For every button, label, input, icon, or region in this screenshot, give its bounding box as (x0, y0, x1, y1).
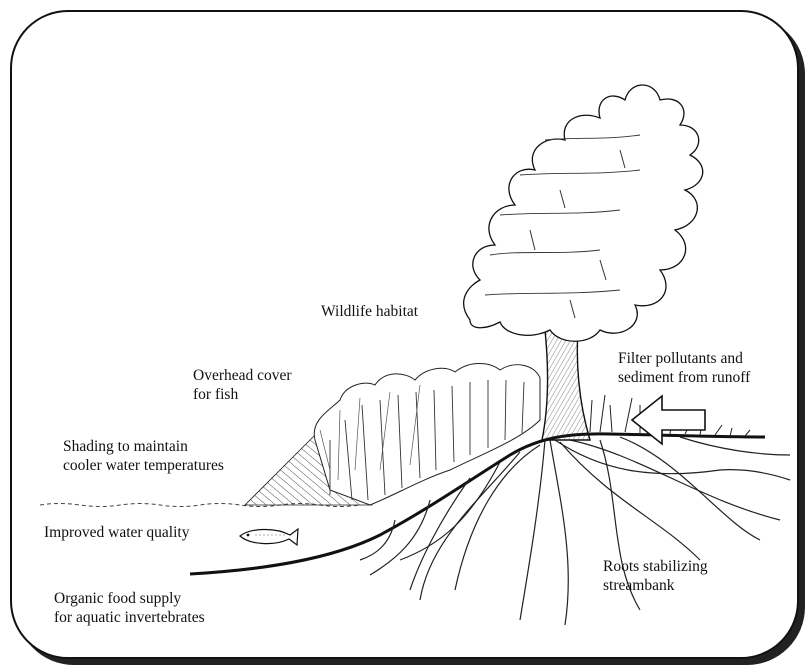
label-overhead-cover: Overhead cover for fish (193, 366, 292, 404)
tree-canopy (464, 85, 703, 341)
label-shading: Shading to maintain cooler water tempera… (63, 437, 224, 475)
label-roots: Roots stabilizing streambank (603, 557, 708, 595)
label-water-quality: Improved water quality (44, 523, 189, 542)
label-organic-food: Organic food supply for aquatic inverteb… (54, 589, 205, 627)
shrubs (314, 364, 540, 506)
fish-icon (240, 529, 298, 545)
tree-trunk (542, 330, 590, 440)
label-filter-pollutants: Filter pollutants and sediment from runo… (618, 349, 750, 387)
label-wildlife-habitat: Wildlife habitat (321, 302, 418, 321)
